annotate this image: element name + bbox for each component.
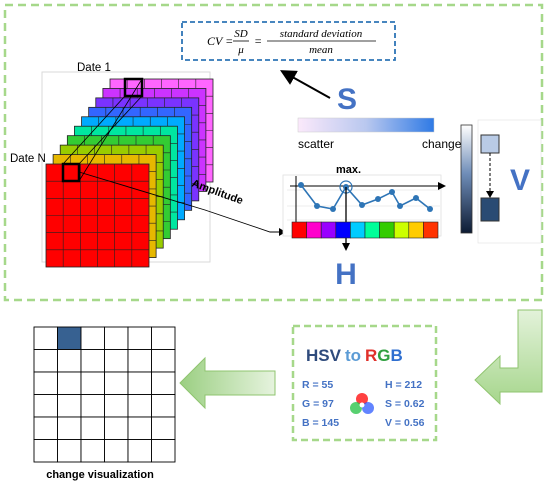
h-letter: H bbox=[335, 258, 357, 291]
output-pixel bbox=[57, 394, 82, 418]
max-label: max. bbox=[336, 164, 361, 176]
formula-lhs: CV = bbox=[207, 34, 233, 48]
output-pixel bbox=[151, 326, 176, 350]
elbow-arrow-to-conversion bbox=[474, 309, 543, 406]
b-value: B = 145 bbox=[302, 417, 339, 429]
image-stack bbox=[45, 78, 214, 268]
output-pixel bbox=[33, 439, 58, 463]
output-pixel bbox=[104, 326, 129, 350]
output-pixel bbox=[104, 394, 129, 418]
saturation-right-label: change bbox=[422, 137, 462, 151]
output-pixel bbox=[127, 439, 152, 463]
output-pixel bbox=[33, 326, 58, 350]
pixel-trace-lines bbox=[62, 78, 143, 182]
output-pixel bbox=[57, 439, 82, 463]
output-pixel bbox=[127, 416, 152, 440]
hue-swatch bbox=[393, 221, 410, 239]
output-pixel bbox=[127, 371, 152, 395]
hue-swatch bbox=[320, 221, 337, 239]
saturation-legend: S scatter change bbox=[297, 83, 462, 151]
stack-layer bbox=[45, 163, 150, 268]
formula-eq2: = bbox=[254, 34, 262, 48]
output-pixel bbox=[151, 371, 176, 395]
cv-formula-box: CV = SD μ = standard deviation mean bbox=[181, 21, 396, 61]
amplitude-series-points bbox=[298, 182, 433, 212]
hue-swatch bbox=[379, 221, 395, 239]
value-gradient-bar bbox=[460, 124, 473, 234]
output-pixel bbox=[104, 349, 129, 373]
date1-pixel-highlight bbox=[123, 77, 144, 98]
value-dark-swatch bbox=[480, 197, 500, 222]
v-letter: V bbox=[510, 164, 530, 197]
saturation-left-label: scatter bbox=[298, 137, 334, 151]
output-colored-pixel bbox=[57, 326, 82, 350]
output-pixel bbox=[104, 439, 129, 463]
date1-label: Date 1 bbox=[77, 62, 111, 74]
s-letter: S bbox=[337, 83, 357, 116]
r-value: R = 55 bbox=[302, 379, 333, 391]
output-pixel bbox=[127, 349, 152, 373]
hue-swatch bbox=[364, 221, 380, 239]
saturation-gradient-bar bbox=[297, 117, 435, 133]
output-pixel bbox=[57, 416, 82, 440]
output-pixel bbox=[104, 416, 129, 440]
output-pixel bbox=[104, 371, 129, 395]
hue-swatch bbox=[306, 221, 322, 239]
output-pixel bbox=[151, 349, 176, 373]
change-visualization-caption: change visualization bbox=[46, 469, 154, 481]
output-pixel bbox=[80, 394, 105, 418]
arrow-to-visualization bbox=[179, 356, 276, 410]
output-pixel bbox=[151, 394, 176, 418]
output-pixel bbox=[33, 394, 58, 418]
formula-frac1-den: μ bbox=[237, 44, 244, 56]
amplitude-series-line bbox=[300, 184, 431, 210]
s-value: S = 0.62 bbox=[385, 398, 425, 410]
formula-frac2-den: mean bbox=[309, 44, 333, 56]
formula-frac1-num: SD bbox=[234, 28, 248, 40]
hue-swatch bbox=[350, 221, 366, 239]
output-pixel bbox=[151, 416, 176, 440]
hue-swatch bbox=[423, 221, 439, 239]
output-pixel bbox=[80, 326, 105, 350]
output-pixel bbox=[151, 439, 176, 463]
formula-frac2-num: standard deviation bbox=[280, 28, 363, 40]
hue-swatch bbox=[335, 221, 351, 239]
output-pixel bbox=[80, 349, 105, 373]
change-visualization-grid bbox=[33, 326, 176, 463]
rgb-venn-icon bbox=[350, 393, 374, 414]
output-pixel bbox=[80, 439, 105, 463]
output-pixel bbox=[127, 394, 152, 418]
h-value: H = 212 bbox=[385, 379, 422, 391]
output-pixel bbox=[80, 416, 105, 440]
value-legend: V bbox=[460, 119, 542, 244]
v-value: V = 0.56 bbox=[385, 417, 425, 429]
dateN-pixel-highlight bbox=[61, 162, 81, 183]
output-pixel bbox=[57, 349, 82, 373]
hue-swatch bbox=[291, 221, 307, 239]
output-pixel bbox=[127, 326, 152, 350]
output-pixel bbox=[33, 371, 58, 395]
value-light-swatch bbox=[480, 134, 500, 154]
output-pixel bbox=[80, 371, 105, 395]
dateN-label: Date N bbox=[10, 153, 46, 165]
g-value: G = 97 bbox=[302, 398, 334, 410]
output-pixel bbox=[57, 371, 82, 395]
hue-color-bar bbox=[291, 221, 439, 239]
output-pixel bbox=[33, 416, 58, 440]
hue-swatch bbox=[408, 221, 424, 239]
output-pixel bbox=[33, 349, 58, 373]
s-to-formula-arrow bbox=[280, 70, 331, 99]
